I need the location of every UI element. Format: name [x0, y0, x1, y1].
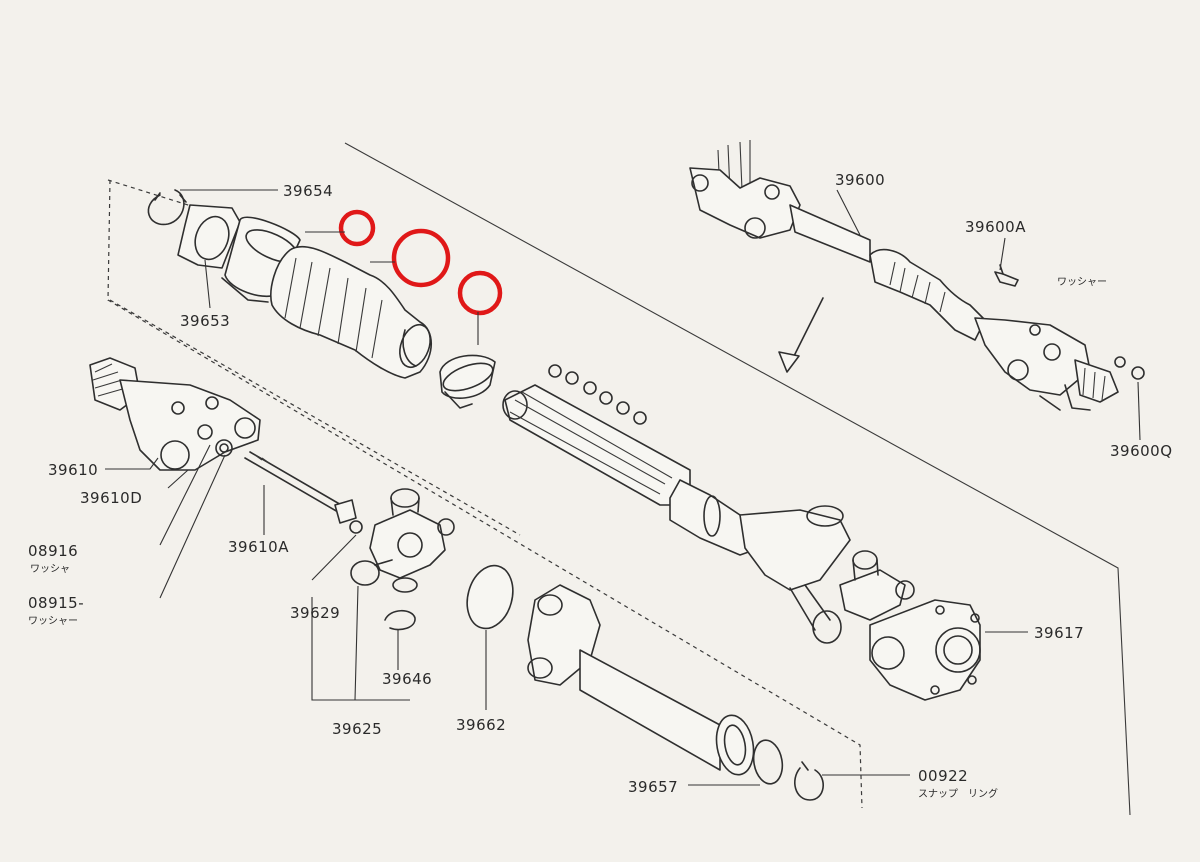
spider-and-flange — [839, 550, 981, 701]
label-39617: 39617 — [1034, 624, 1084, 642]
label-39600A: 39600A — [965, 218, 1026, 236]
label-39610: 39610 — [48, 461, 98, 479]
label-39625: 39625 — [332, 720, 382, 738]
label-39600Q: 39600Q — [1110, 442, 1173, 460]
label-00922: 00922 — [918, 767, 968, 785]
highlight-circle-large — [391, 228, 451, 288]
label-snap-ring: スナップ リング — [918, 787, 998, 800]
label-washer-08916: ワッシャ — [30, 564, 70, 575]
label-39600: 39600 — [835, 171, 885, 189]
label-39654: 39654 — [283, 182, 333, 200]
arrow-head — [778, 351, 800, 373]
label-39657: 39657 — [628, 778, 678, 796]
snap-ring-39646 — [384, 609, 416, 631]
boot-group — [147, 189, 496, 409]
main-shaft — [502, 364, 851, 644]
label-39610A: 39610A — [228, 538, 289, 556]
part-labels: 39654 39653 39600 39600A ワッシャー 39600Q 39… — [28, 171, 1173, 800]
label-39610D: 39610D — [80, 489, 142, 507]
label-39662: 39662 — [456, 716, 506, 734]
label-39653: 39653 — [180, 312, 230, 330]
label-39646: 39646 — [382, 670, 432, 688]
label-washer-08915: ワッシャー — [28, 616, 78, 627]
label-08916: 08916 — [28, 542, 78, 560]
shaft-assembly-39600 — [689, 140, 1145, 411]
dust-cover-39662 — [466, 564, 514, 630]
flange-yoke-39610 — [89, 357, 357, 524]
universal-joint-39625 — [349, 488, 455, 593]
highlight-circles — [338, 209, 503, 316]
label-washer-upper: ワッシャー — [1057, 277, 1107, 288]
label-39629: 39629 — [290, 604, 340, 622]
highlight-circle-medium — [457, 270, 503, 316]
leader-lines — [105, 189, 1141, 786]
label-08915: 08915- — [28, 594, 84, 612]
highlight-circle-small — [338, 209, 376, 247]
sleeve-yoke-39657 — [527, 584, 824, 801]
frame-lines — [107, 142, 1131, 816]
